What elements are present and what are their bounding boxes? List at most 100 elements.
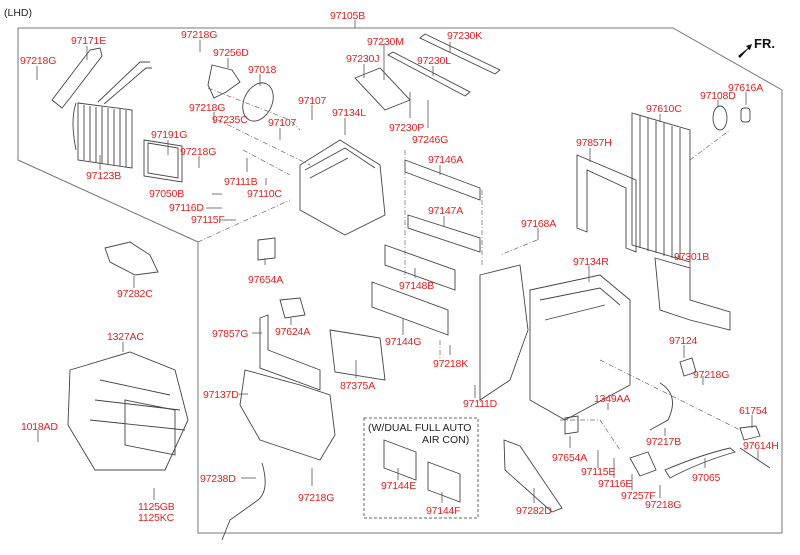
clip-97616A (740, 107, 751, 123)
part-label-97171E[interactable]: 97171E (71, 35, 107, 47)
part-label-97218G[interactable]: 97218G (20, 55, 57, 67)
part-label-97256D[interactable]: 97256D (213, 47, 249, 59)
part-label-1349AA[interactable]: 1349AA (594, 393, 631, 405)
part-label-97144F[interactable]: 97144F (426, 505, 461, 517)
front-direction-label: FR. (754, 36, 775, 51)
fan-cover-part (242, 82, 274, 122)
duct-97282D (503, 439, 563, 513)
door-97144E (383, 439, 417, 481)
part-label-97134R[interactable]: 97134R (573, 256, 609, 268)
part-label-1125GB[interactable]: 1125GB (138, 501, 175, 513)
part-label-97147A[interactable]: 97147A (428, 205, 464, 217)
bracket-part (51, 47, 103, 109)
part-label-97116E[interactable]: 97116E (598, 478, 633, 490)
part-label-97168A[interactable]: 97168A (521, 218, 557, 230)
part-label-97238D[interactable]: 97238D (200, 473, 236, 485)
door-97146A (404, 159, 481, 201)
part-label-1018AD[interactable]: 1018AD (21, 421, 58, 433)
door-97144F (427, 461, 461, 503)
part-label-97230K[interactable]: 97230K (447, 30, 483, 42)
duct-97282C (104, 241, 159, 276)
hose-97065 (664, 447, 736, 479)
gasket-97654A-lower (564, 415, 579, 435)
part-label-1327AC[interactable]: 1327AC (107, 331, 144, 343)
part-label-97246G[interactable]: 97246G (412, 134, 449, 146)
part-label-97654A[interactable]: 97654A (248, 274, 284, 286)
part-label-97123B[interactable]: 97123B (86, 170, 122, 182)
actuator-97257F (629, 451, 657, 477)
part-label-97230M[interactable]: 97230M (367, 36, 404, 48)
part-label-97614H[interactable]: 97614H (743, 440, 779, 452)
part-label-97144E[interactable]: 97144E (381, 480, 417, 492)
filter-frame-part (143, 139, 183, 183)
part-label-97218G[interactable]: 97218G (693, 369, 730, 381)
case-left-part (299, 139, 386, 236)
part-label-97108D[interactable]: 97108D (700, 90, 736, 102)
sensor-97614H (739, 447, 771, 469)
part-label-97857G[interactable]: 97857G (212, 328, 249, 340)
cover-97301B (654, 257, 731, 331)
part-label-97616A[interactable]: 97616A (728, 82, 764, 94)
door-97147A (407, 214, 481, 253)
part-label-97148B[interactable]: 97148B (399, 280, 435, 292)
part-label-97111B[interactable]: 97111B (224, 176, 258, 188)
part-label-97144G[interactable]: 97144G (385, 336, 422, 348)
door-97148B (384, 244, 456, 291)
part-label-97654A[interactable]: 97654A (552, 452, 588, 464)
part-label-97218G[interactable]: 97218G (645, 499, 682, 511)
part-label-97111D[interactable]: 97111D (463, 398, 498, 410)
part-label-97218K[interactable]: 97218K (433, 358, 469, 370)
actuator-part (207, 64, 241, 99)
part-label-97065[interactable]: 97065 (692, 472, 721, 484)
hose-97217B (649, 382, 673, 431)
fitting-61754 (739, 425, 761, 441)
part-label-97115F[interactable]: 97115F (191, 214, 225, 226)
part-label-97610C[interactable]: 97610C (646, 103, 682, 115)
part-label-97257F[interactable]: 97257F (621, 490, 656, 502)
part-label-97235C[interactable]: 97235C (212, 114, 248, 126)
part-label-97124[interactable]: 97124 (669, 335, 698, 347)
part-label-97110C[interactable]: 97110C (247, 188, 282, 200)
option-note-line1: (W/DUAL FULL AUTO (368, 422, 472, 434)
heater-core-part (72, 61, 152, 169)
part-label-87375A[interactable]: 87375A (340, 380, 376, 392)
part-label-97218G[interactable]: 97218G (181, 29, 218, 41)
part-label-1125KC[interactable]: 1125KC (138, 512, 174, 524)
part-label-97857H[interactable]: 97857H (576, 137, 612, 149)
part-label-97301B[interactable]: 97301B (674, 251, 710, 263)
dual-auto-section-box (363, 417, 479, 519)
actuator-97124 (679, 357, 697, 377)
part-label-97191G[interactable]: 97191G (151, 129, 188, 141)
seal-97230J (354, 67, 411, 111)
assembly-frame (17, 27, 783, 534)
door-97144G (371, 281, 449, 336)
seal-97857G (259, 314, 321, 391)
part-label-97282D[interactable]: 97282D (516, 505, 552, 517)
part-label-97107[interactable]: 97107 (268, 117, 297, 129)
gasket-97624A (279, 297, 306, 319)
part-label-97115E[interactable]: 97115E (581, 466, 616, 478)
part-label-97230L[interactable]: 97230L (417, 55, 451, 67)
part-label-97218G[interactable]: 97218G (189, 102, 226, 114)
part-label-97146A[interactable]: 97146A (428, 154, 464, 166)
part-label-97282C[interactable]: 97282C (117, 288, 153, 300)
part-label-97217B[interactable]: 97217B (646, 436, 682, 448)
hvac-unit-assembly (67, 351, 189, 471)
part-label-97018[interactable]: 97018 (248, 64, 277, 76)
part-label-61754[interactable]: 61754 (739, 405, 768, 417)
part-label-97230P[interactable]: 97230P (389, 122, 425, 134)
part-label-97218G[interactable]: 97218G (180, 146, 217, 158)
part-label-97230J[interactable]: 97230J (346, 53, 380, 65)
part-label-97116D[interactable]: 97116D (169, 202, 204, 214)
part-label-97107[interactable]: 97107 (298, 95, 327, 107)
part-label-97134L[interactable]: 97134L (332, 107, 366, 119)
part-label-97624A[interactable]: 97624A (275, 326, 311, 338)
part-label-97137D[interactable]: 97137D (203, 389, 239, 401)
part-label-97218G[interactable]: 97218G (298, 492, 335, 504)
assembly-label: 97105B (330, 10, 366, 22)
case-center-part (479, 264, 529, 401)
variant-label: (LHD) (4, 7, 32, 19)
part-label-97050B[interactable]: 97050B (149, 188, 185, 200)
drain-hose (221, 462, 266, 541)
